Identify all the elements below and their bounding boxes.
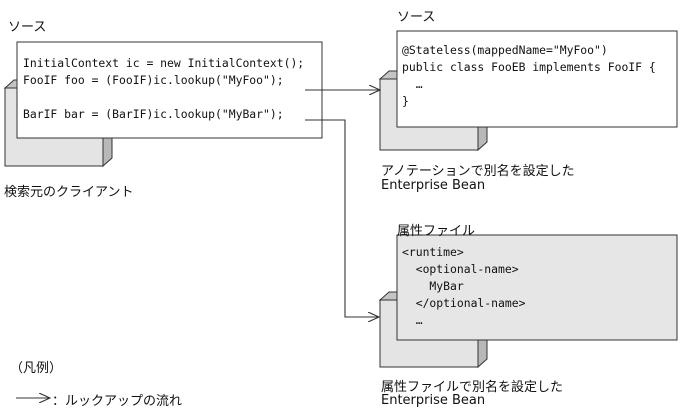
code-line: BarIF bar = (BarIF)ic.lookup("MyBar"); [23, 107, 284, 121]
property-code: <runtime> <optional-name> MyBar </option… [402, 244, 525, 329]
property-caption-line2: Enterprise Bean [381, 393, 486, 408]
legend-title: （凡例） [10, 361, 63, 376]
client-source-title: ソース [8, 20, 47, 35]
annotation-caption-line2: Enterprise Bean [381, 178, 486, 193]
code-line: … [402, 313, 423, 327]
code-line: public class FooEB implements FooIF { [402, 60, 656, 74]
code-line: @Stateless(mappedName="MyFoo") [402, 43, 608, 57]
code-line: FooIF foo = (FooIF)ic.lookup("MyFoo"); [23, 73, 284, 87]
annotation-code-box [396, 30, 678, 128]
code-line: </optional-name> [402, 296, 526, 310]
code-line: MyBar [402, 279, 464, 293]
client-caption: 検索元のクライアント [4, 185, 134, 200]
code-line: <optional-name> [402, 262, 519, 276]
code-line: } [402, 94, 409, 108]
code-line: <runtime> [402, 245, 464, 259]
client-code-box [16, 41, 323, 139]
annotation-caption-line1: アノテーションで別名を設定した [381, 164, 575, 179]
code-line: InitialContext ic = new InitialContext()… [23, 56, 305, 70]
annotation-code: @Stateless(mappedName="MyFoo") public cla… [402, 42, 656, 110]
annotation-source-title: ソース [397, 10, 436, 25]
client-code: InitialContext ic = new InitialContext()… [23, 55, 304, 123]
code-line: … [402, 77, 423, 91]
legend-arrow-label: ：ルックアップの流れ [52, 394, 183, 409]
property-caption-line1: 属性ファイルで別名を設定した [381, 380, 564, 395]
property-file-title: 属性ファイル [397, 224, 476, 239]
property-code-box [396, 234, 678, 341]
code-line [23, 89, 304, 106]
lookup-arrow-mybar [305, 119, 379, 317]
